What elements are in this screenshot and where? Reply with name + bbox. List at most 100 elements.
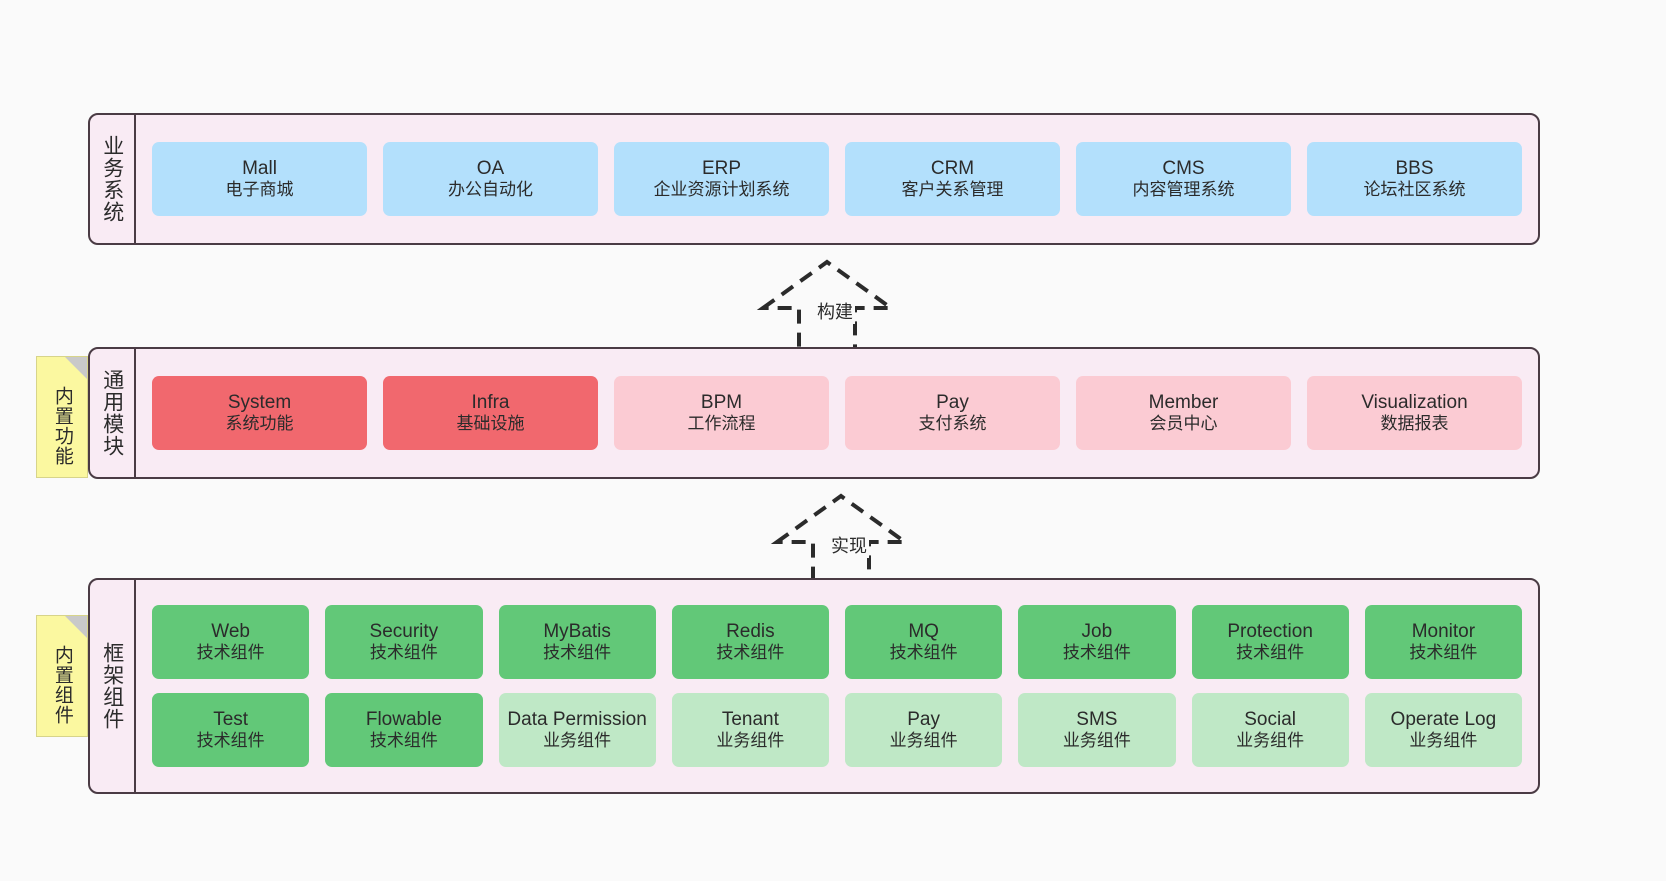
dashed-up-arrow-icon — [770, 493, 912, 588]
box-title: Security — [369, 621, 439, 643]
box-social[interactable]: Social 业务组件 — [1191, 693, 1349, 767]
box-title: Test — [213, 709, 249, 731]
box-subtitle: 业务组件 — [716, 731, 785, 751]
box-test[interactable]: Test 技术组件 — [152, 693, 310, 767]
box-subtitle: 业务组件 — [1409, 731, 1478, 751]
connector-build: 构建 — [755, 258, 915, 358]
note-builtin-features: 内置功能 — [36, 356, 88, 478]
box-row: Test 技术组件 Flowable 技术组件 Data Permission … — [152, 693, 1522, 767]
box-subtitle: 技术组件 — [889, 643, 958, 663]
connector-implement: 实现 — [769, 492, 929, 592]
box-title: Visualization — [1361, 392, 1468, 414]
box-subtitle: 技术组件 — [1409, 643, 1478, 663]
box-title: OA — [476, 158, 505, 180]
box-row: Web 技术组件 Security 技术组件 MyBatis 技术组件 Redi… — [152, 605, 1522, 679]
box-subtitle: 客户关系管理 — [901, 180, 1004, 200]
box-title: SMS — [1076, 709, 1118, 731]
box-pay-module[interactable]: Pay 支付系统 — [845, 376, 1060, 450]
box-title: Monitor — [1411, 621, 1476, 643]
box-subtitle: 数据报表 — [1380, 414, 1449, 434]
note-label: 内置组件 — [51, 645, 73, 725]
box-member[interactable]: Member 会员中心 — [1076, 376, 1291, 450]
layer-body-framework-components: Web 技术组件 Security 技术组件 MyBatis 技术组件 Redi… — [136, 580, 1538, 792]
box-subtitle: 技术组件 — [369, 731, 438, 751]
box-subtitle: 会员中心 — [1149, 414, 1218, 434]
box-pay-component[interactable]: Pay 业务组件 — [845, 693, 1003, 767]
box-title: Tenant — [721, 709, 779, 731]
box-title: Operate Log — [1390, 709, 1497, 731]
connector-build-label: 构建 — [815, 298, 855, 324]
box-infra[interactable]: Infra 基础设施 — [383, 376, 598, 450]
box-subtitle: 电子商城 — [225, 180, 294, 200]
box-title: MQ — [908, 621, 939, 643]
box-subtitle: 内容管理系统 — [1132, 180, 1235, 200]
box-subtitle: 业务组件 — [1236, 731, 1305, 751]
box-bpm[interactable]: BPM 工作流程 — [614, 376, 829, 450]
box-subtitle: 技术组件 — [369, 643, 438, 663]
layer-business-systems: 业务系统 Mall 电子商城 OA 办公自动化 ERP 企业资源计划系统 CRM… — [88, 113, 1540, 245]
note-label: 内置功能 — [51, 386, 73, 466]
box-subtitle: 工作流程 — [687, 414, 756, 434]
box-title: Social — [1244, 709, 1296, 731]
layer-common-modules: 通用模块 System 系统功能 Infra 基础设施 BPM 工作流程 Pay… — [88, 347, 1540, 479]
box-title: Infra — [471, 392, 510, 414]
box-monitor[interactable]: Monitor 技术组件 — [1364, 605, 1522, 679]
box-subtitle: 业务组件 — [543, 731, 612, 751]
box-operate-log[interactable]: Operate Log 业务组件 — [1364, 693, 1522, 767]
box-title: CMS — [1162, 158, 1205, 180]
box-title: Pay — [936, 392, 969, 414]
box-data-permission[interactable]: Data Permission 业务组件 — [498, 693, 656, 767]
box-title: CRM — [930, 158, 975, 180]
box-mq[interactable]: MQ 技术组件 — [845, 605, 1003, 679]
box-title: ERP — [701, 158, 742, 180]
box-mybatis[interactable]: MyBatis 技术组件 — [498, 605, 656, 679]
box-title: Mall — [242, 158, 277, 180]
box-subtitle: 系统功能 — [225, 414, 294, 434]
box-bbs[interactable]: BBS 论坛社区系统 — [1307, 142, 1522, 216]
box-subtitle: 办公自动化 — [448, 180, 533, 200]
box-row: Mall 电子商城 OA 办公自动化 ERP 企业资源计划系统 CRM 客户关系… — [152, 142, 1522, 216]
box-protection[interactable]: Protection 技术组件 — [1191, 605, 1349, 679]
box-subtitle: 基础设施 — [456, 414, 525, 434]
box-web[interactable]: Web 技术组件 — [152, 605, 310, 679]
box-system[interactable]: System 系统功能 — [152, 376, 367, 450]
box-subtitle: 技术组件 — [196, 643, 265, 663]
box-cms[interactable]: CMS 内容管理系统 — [1076, 142, 1291, 216]
connector-implement-label: 实现 — [829, 532, 869, 558]
box-title: BPM — [700, 392, 743, 414]
box-sms[interactable]: SMS 业务组件 — [1018, 693, 1176, 767]
box-subtitle: 支付系统 — [918, 414, 987, 434]
dashed-up-arrow-icon — [756, 259, 898, 354]
box-subtitle: 业务组件 — [889, 731, 958, 751]
layer-label-business-systems: 业务系统 — [90, 115, 136, 243]
box-title: Pay — [907, 709, 940, 731]
note-builtin-components: 内置组件 — [36, 615, 88, 737]
box-redis[interactable]: Redis 技术组件 — [671, 605, 829, 679]
box-flowable[interactable]: Flowable 技术组件 — [325, 693, 483, 767]
box-title: Job — [1081, 621, 1113, 643]
layer-body-common-modules: System 系统功能 Infra 基础设施 BPM 工作流程 Pay 支付系统… — [136, 349, 1538, 477]
box-visualization[interactable]: Visualization 数据报表 — [1307, 376, 1522, 450]
box-title: Web — [211, 621, 250, 643]
box-subtitle: 技术组件 — [1062, 643, 1131, 663]
box-security[interactable]: Security 技术组件 — [325, 605, 483, 679]
box-crm[interactable]: CRM 客户关系管理 — [845, 142, 1060, 216]
box-title: BBS — [1395, 158, 1434, 180]
layer-body-business-systems: Mall 电子商城 OA 办公自动化 ERP 企业资源计划系统 CRM 客户关系… — [136, 115, 1538, 243]
box-subtitle: 技术组件 — [716, 643, 785, 663]
box-erp[interactable]: ERP 企业资源计划系统 — [614, 142, 829, 216]
layer-framework-components: 框架组件 Web 技术组件 Security 技术组件 MyBatis 技术组件… — [88, 578, 1540, 794]
box-title: Data Permission — [507, 709, 647, 731]
box-tenant[interactable]: Tenant 业务组件 — [671, 693, 829, 767]
box-subtitle: 技术组件 — [1236, 643, 1305, 663]
box-title: Protection — [1227, 621, 1313, 643]
box-mall[interactable]: Mall 电子商城 — [152, 142, 367, 216]
box-oa[interactable]: OA 办公自动化 — [383, 142, 598, 216]
box-title: MyBatis — [543, 621, 611, 643]
layer-label-framework-components: 框架组件 — [90, 580, 136, 792]
layer-label-common-modules: 通用模块 — [90, 349, 136, 477]
box-subtitle: 技术组件 — [196, 731, 265, 751]
box-subtitle: 企业资源计划系统 — [653, 180, 790, 200]
box-title: System — [227, 392, 292, 414]
box-job[interactable]: Job 技术组件 — [1018, 605, 1176, 679]
